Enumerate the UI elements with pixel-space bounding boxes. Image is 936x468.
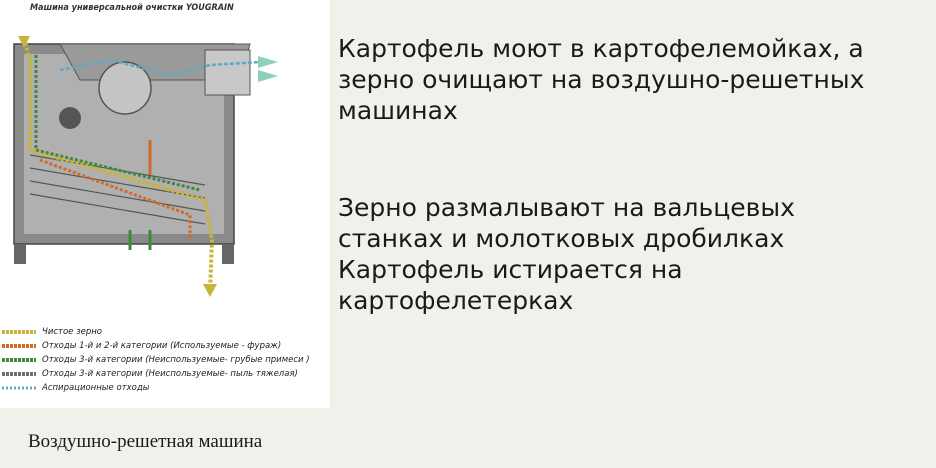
aspiration-outlet-arrow-1 (258, 56, 278, 68)
legend-swatch-waste-3-dust (2, 372, 36, 376)
legend-label: Отходы 3-й категории (Неиспользуемые- пы… (42, 369, 298, 379)
legend-swatch-clean-grain (2, 330, 36, 334)
legend-item: Аспирационные отходы (2, 381, 328, 395)
machine-figure-panel: Машина универсальной очистки YOUGRAIN Чи… (0, 0, 330, 408)
text-line: машинах (338, 96, 458, 125)
text-line: зерно очищают на воздушно-решетных (338, 65, 865, 94)
roller (59, 107, 81, 129)
machine-diagram (13, 36, 278, 297)
flow-waste-3-coarse (34, 55, 201, 192)
machine-leg-left (14, 244, 26, 264)
flow-waste-1-2 (39, 158, 192, 240)
legend-item: Отходы 3-й категории (Неиспользуемые- пы… (2, 367, 328, 381)
text-block-cleaning: Картофель моют в картофелемойках, а зерн… (338, 33, 864, 126)
figure-title: Машина универсальной очистки YOUGRAIN (30, 3, 234, 13)
flow-aspiration (59, 58, 261, 77)
legend-item: Отходы 3-й категории (Неиспользуемые- гр… (2, 353, 328, 367)
machine-leg-right (222, 244, 234, 264)
aspiration-channel (204, 49, 251, 96)
figure-caption: Воздушно-решетная машина (28, 431, 263, 452)
fan-wheel (98, 61, 152, 115)
text-line: Зерно размалывают на вальцевых (338, 193, 795, 222)
legend-label: Чистое зерно (42, 327, 103, 337)
legend-swatch-aspiration (2, 386, 36, 390)
text-line: Картофель моют в картофелемойках, а (338, 34, 864, 63)
text-line: станках и молотковых дробилках (338, 224, 785, 253)
legend-swatch-waste-3-coarse (2, 358, 36, 362)
aspiration-outlet-arrow-2 (258, 70, 278, 82)
legend: Чистое зерно Отходы 1-й и 2-й категории … (2, 325, 328, 395)
legend-item: Чистое зерно (2, 325, 328, 339)
legend-swatch-waste-1-2 (2, 344, 36, 348)
sieve-stack (29, 154, 206, 225)
legend-item: Отходы 1-й и 2-й категории (Используемые… (2, 339, 328, 353)
inlet-arrow (18, 36, 30, 48)
legend-label: Аспирационные отходы (42, 383, 150, 393)
text-block-grinding: Зерно размалывают на вальцевых станках и… (338, 192, 795, 316)
legend-label: Отходы 1-й и 2-й категории (Используемые… (42, 341, 282, 351)
legend-label: Отходы 3-й категории (Неиспользуемые- гр… (42, 355, 310, 365)
clean-grain-outlet-arrow (203, 284, 217, 297)
text-line: Картофель истирается на (338, 255, 683, 284)
text-line: картофелетерках (338, 286, 574, 315)
